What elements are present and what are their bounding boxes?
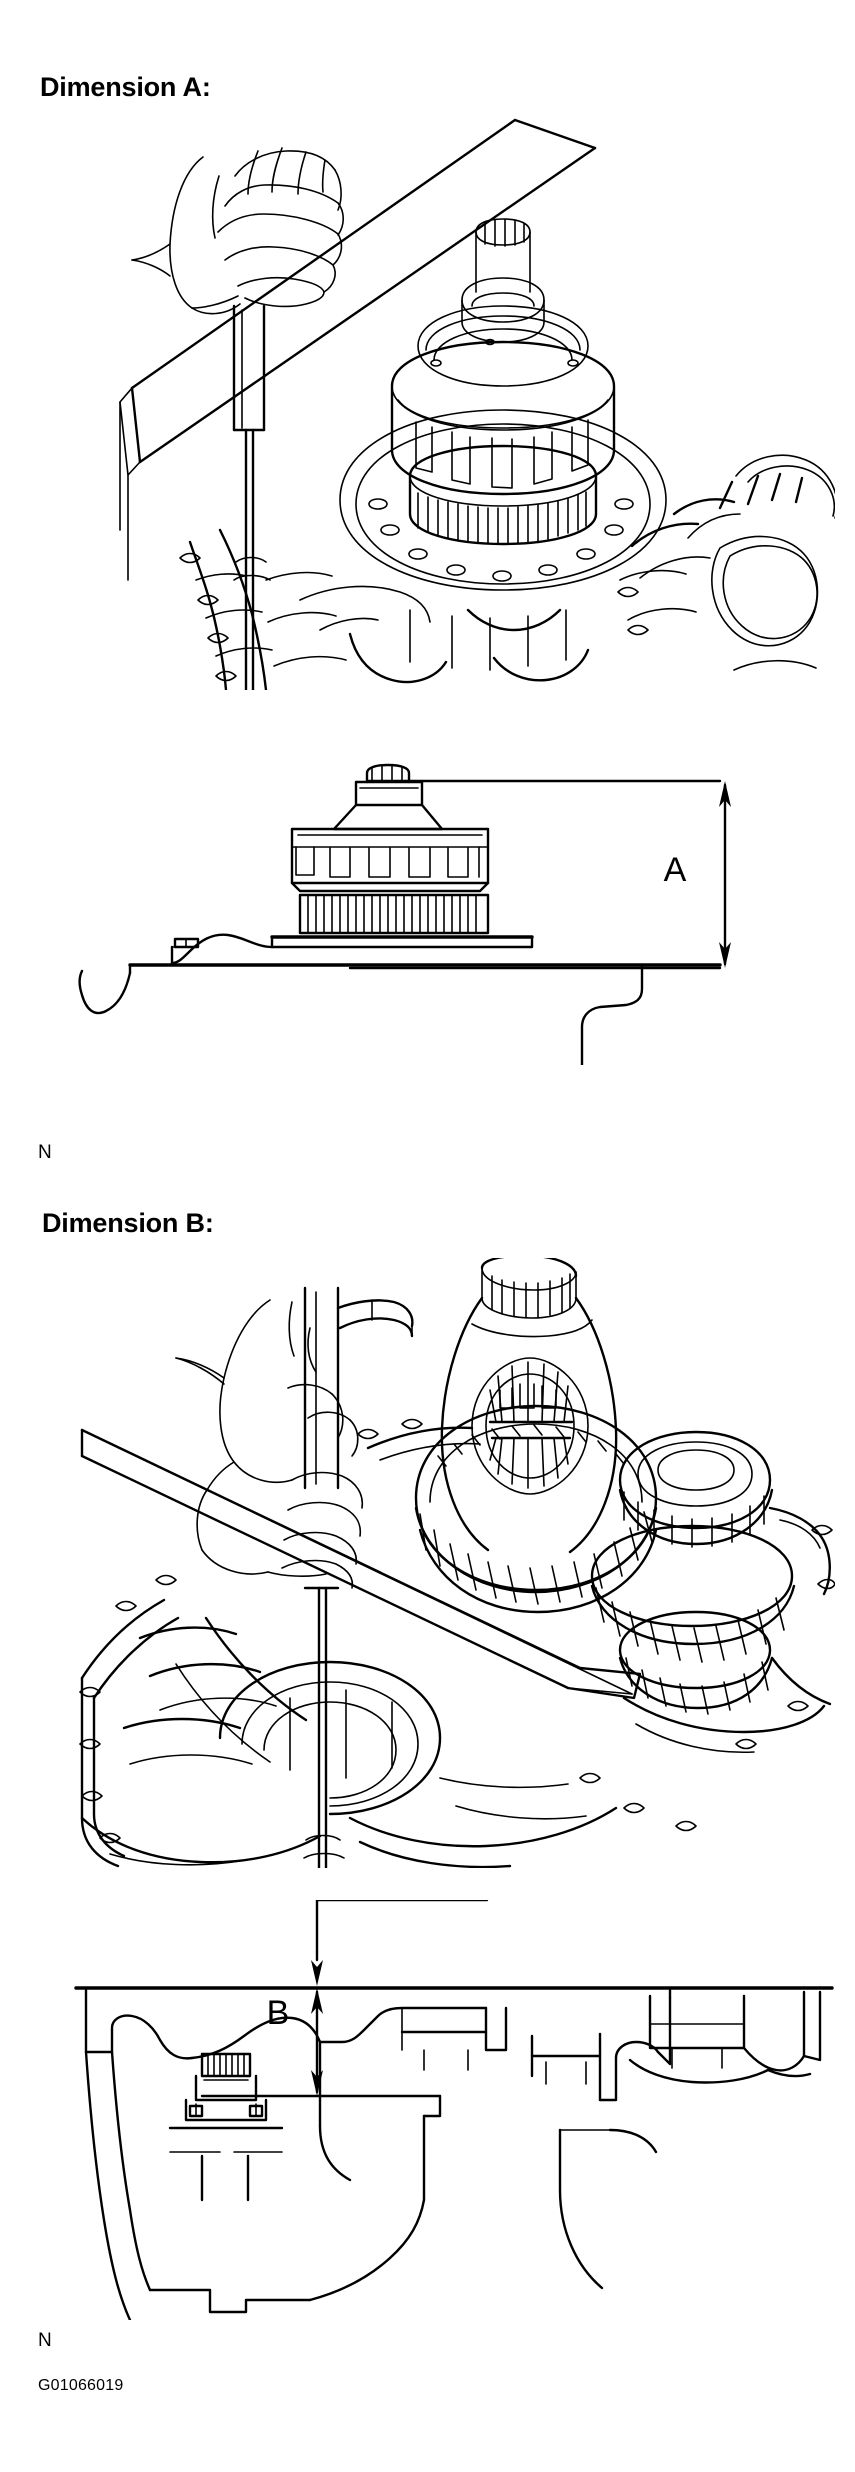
case-bore-right — [672, 454, 835, 671]
differential-cross-section — [290, 763, 490, 935]
figure-code: G01066019 — [38, 2377, 124, 2394]
page-title-dimension-a: Dimension A: — [40, 72, 211, 102]
differential-ring-gear-assembly — [390, 218, 616, 546]
page-title-dimension-b: Dimension B: — [42, 1208, 214, 1238]
footnote-marker-b: N — [38, 2330, 52, 2351]
dimension-label-b: B — [267, 1994, 290, 2032]
transaxle-case-body — [179, 522, 711, 690]
case-mating-surface — [78, 933, 722, 1065]
dimension-arrow-a — [719, 781, 731, 968]
figure-dimension-a-photo — [20, 110, 835, 690]
figure-dimension-b-photo — [20, 1258, 835, 1868]
output-gear-cluster — [590, 1430, 796, 1715]
dimension-label-a: A — [664, 851, 687, 889]
straightedge — [80, 1428, 642, 1700]
technician-hand — [175, 1299, 364, 1589]
transaxle-case-body — [79, 1418, 835, 1868]
bearing-race-detail — [168, 2052, 284, 2202]
dimension-b-illustration-svg — [79, 1258, 835, 1868]
straightedge — [119, 118, 597, 581]
dimension-b-cross-section-svg: B — [74, 1900, 834, 2320]
footnote-marker-a: N — [38, 1142, 52, 1163]
depth-gauge-tool — [232, 304, 266, 690]
dimension-a-illustration-svg — [119, 118, 835, 690]
transaxle-housing-section — [84, 1988, 822, 2320]
technician-hand — [131, 147, 345, 315]
figure-dimension-a-cross-section: A — [20, 755, 835, 1065]
figure-dimension-b-cross-section: B — [20, 1900, 835, 2320]
depth-gauge-tip-contact — [233, 556, 271, 581]
dimension-a-cross-section-svg: A — [78, 763, 731, 1065]
depth-gauge-tool — [303, 1286, 414, 1868]
dimension-leader-line — [311, 1900, 489, 1986]
transaxle-case-flange — [339, 409, 667, 591]
